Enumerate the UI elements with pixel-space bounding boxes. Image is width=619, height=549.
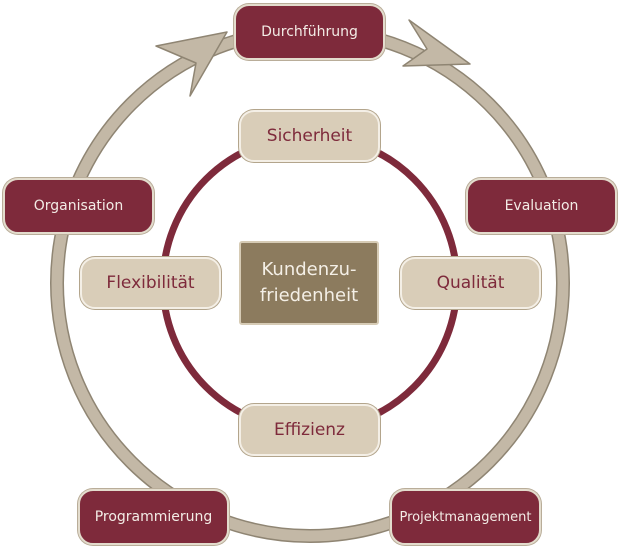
node-label: Flexibilität [106, 273, 195, 293]
node-label: Durchführung [261, 24, 358, 40]
node-label: Effizienz [274, 420, 345, 440]
center-label-line1: Kundenzu- [261, 259, 357, 280]
center-kundenzufriedenheit: Kundenzu- friedenheit [239, 241, 379, 325]
node-label: Evaluation [504, 198, 579, 214]
node-projektmanagement: Projektmanagement [390, 489, 541, 545]
node-label: Organisation [33, 198, 124, 214]
node-sicherheit: Sicherheit [239, 110, 380, 162]
cycle-arrowhead-right [402, 19, 471, 67]
node-evaluation: Evaluation [466, 178, 617, 234]
node-qualitaet: Qualität [400, 257, 541, 309]
node-programmierung: Programmierung [78, 489, 229, 545]
cycle-arrowhead-left [155, 31, 228, 97]
node-effizienz: Effizienz [239, 404, 380, 456]
node-organisation: Organisation [3, 178, 154, 234]
node-durchfuehrung: Durchführung [234, 4, 385, 60]
node-label: Qualität [436, 273, 505, 293]
node-flexibilitaet: Flexibilität [80, 257, 221, 309]
center-label-line2: friedenheit [259, 285, 359, 306]
node-label: Sicherheit [266, 126, 353, 146]
node-label: Programmierung [94, 509, 213, 525]
node-label: Projektmanagement [399, 509, 532, 525]
